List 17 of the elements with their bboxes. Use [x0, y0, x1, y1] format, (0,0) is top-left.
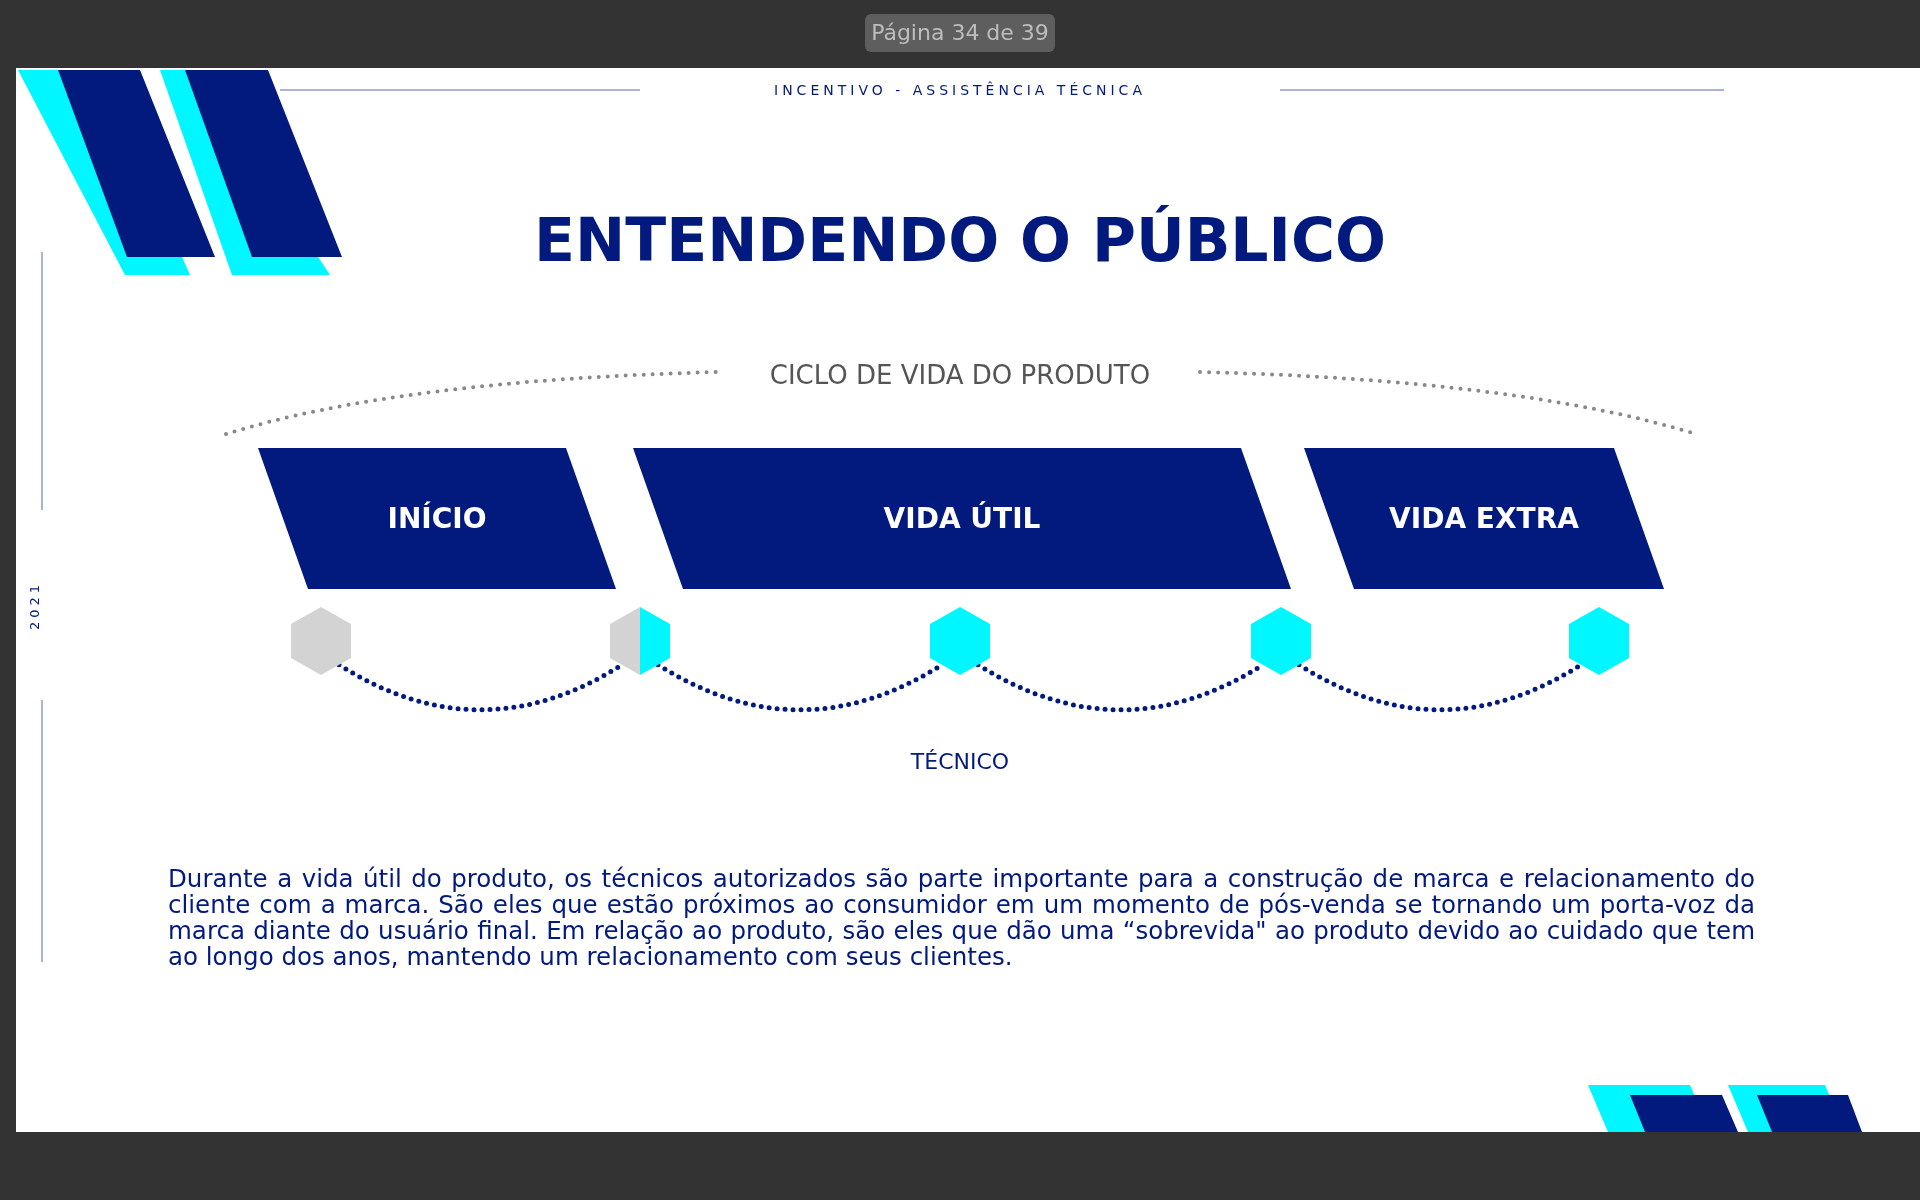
stage-parallelogram — [633, 448, 1291, 589]
stage-parallelogram — [1304, 448, 1664, 589]
stage-label: VIDA ÚTIL — [883, 502, 1041, 535]
hexagon-marker — [1569, 607, 1629, 675]
slide-title: ENTENDENDO O PÚBLICO — [533, 205, 1387, 275]
page-indicator: Página 34 de 39 — [865, 14, 1055, 52]
section-heading: CICLO DE VIDA DO PRODUTO — [768, 360, 1152, 390]
description-paragraph: Durante a vida útil do produto, os técnicos autorizados são parte importante para a construção de marca e relacionamento do cliente com a marca. São eles que estão próximos ao consumidor em um momento de pós-venda se tornando um porta-voz da marca diante do usuário final. Em relação ao produto, são eles que dão uma “sobrevida" ao produto devido ao cuidado que tem ao longo dos anos, mantendo um relacionamento com seus clientes. — [168, 866, 1755, 970]
stage-label: VIDA EXTRA — [1389, 502, 1579, 535]
header-text: INCENTIVO - ASSISTÊNCIA TÉCNICA — [773, 82, 1147, 98]
stage-label: INÍCIO — [387, 502, 487, 535]
stage-parallelogram — [258, 448, 616, 589]
technician-label: TÉCNICO — [909, 749, 1011, 774]
hexagon-marker — [930, 607, 990, 675]
hexagon-marker — [291, 607, 351, 675]
hexagon-marker — [610, 607, 670, 675]
hexagon-marker — [1251, 607, 1311, 675]
